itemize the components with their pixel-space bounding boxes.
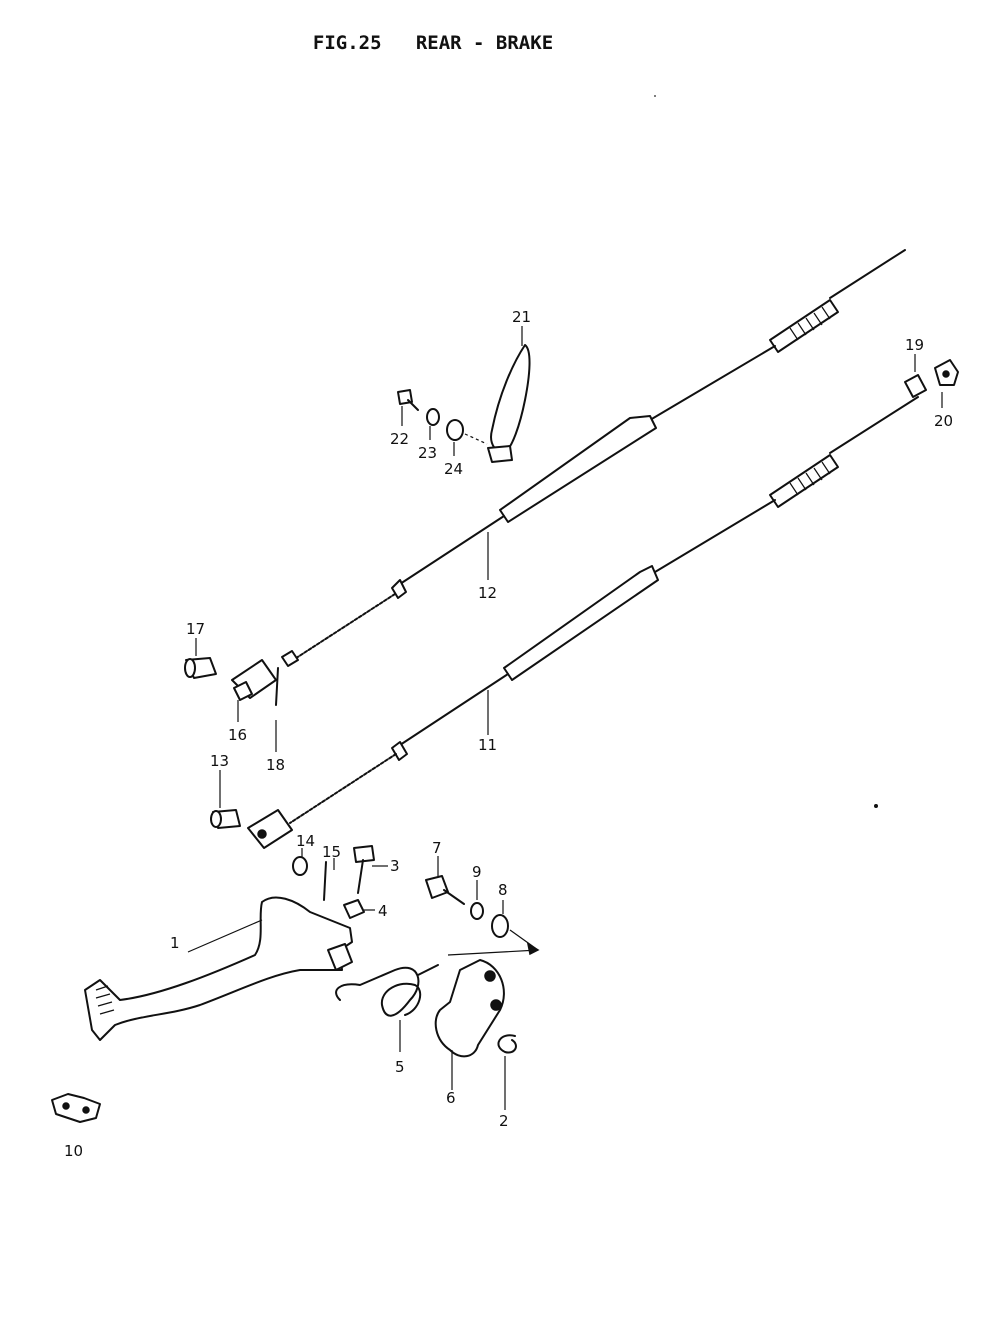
callout-9: 9 (472, 863, 482, 881)
assembly-line (464, 433, 488, 445)
spring-5 (335, 964, 439, 1017)
callout-17: 17 (186, 620, 205, 638)
callout-11: 11 (478, 736, 497, 754)
callout-20: 20 (934, 412, 953, 430)
callout-labels: 1 2 3 4 5 6 7 8 9 10 11 12 13 14 15 16 1… (64, 308, 953, 1160)
callout-19: 19 (905, 336, 924, 354)
callout-24: 24 (444, 460, 463, 478)
callout-8: 8 (498, 881, 508, 899)
callout-15: 15 (322, 843, 341, 861)
callout-12: 12 (478, 584, 497, 602)
pin-17 (184, 657, 217, 679)
callout-23: 23 (418, 444, 437, 462)
washer-8 (491, 914, 509, 938)
clip-20 (934, 359, 959, 386)
figure-title: FIG.25 REAR - BRAKE (290, 10, 553, 54)
cable-clamp-21 (487, 344, 531, 463)
callout-14: 14 (296, 832, 315, 850)
callout-13: 13 (210, 752, 229, 770)
washer-24 (446, 419, 464, 441)
clip-2 (497, 1034, 517, 1054)
callout-3: 3 (390, 857, 400, 875)
callout-1: 1 (170, 934, 180, 952)
callout-4: 4 (378, 902, 388, 920)
bolt-22 (397, 389, 419, 411)
washer-23 (426, 408, 440, 426)
washer-9 (470, 902, 484, 920)
callout-7: 7 (432, 839, 442, 857)
callout-5: 5 (395, 1058, 405, 1076)
cable-joint-16 (231, 659, 277, 701)
bolt-7 (425, 875, 465, 905)
arrow-head (526, 942, 540, 956)
pin-13 (210, 809, 241, 829)
scan-speck (874, 804, 878, 808)
nut-4 (343, 899, 365, 919)
callout-6: 6 (446, 1089, 456, 1107)
assembly-arrow (447, 929, 539, 956)
cotter-pin-18 (275, 667, 279, 706)
cable-joint-11 (247, 809, 293, 849)
figure-caption: REAR - BRAKE (415, 32, 554, 54)
callout-22: 22 (390, 430, 409, 448)
callout-2: 2 (499, 1112, 509, 1130)
figure-number: FIG.25 (312, 32, 382, 54)
plate-10 (51, 1093, 101, 1123)
brake-cable-11 (289, 396, 919, 824)
lever-6 (434, 959, 505, 1058)
callout-21: 21 (512, 308, 531, 326)
scan-speck (654, 95, 656, 97)
collar-19 (904, 374, 927, 398)
cotter-pin-15 (323, 861, 327, 901)
bolt-3 (353, 845, 375, 894)
leader-lines (187, 326, 943, 1110)
callout-16: 16 (228, 726, 247, 744)
callout-10: 10 (64, 1142, 83, 1160)
callout-18: 18 (266, 756, 285, 774)
brake-pedal-1 (84, 896, 353, 1041)
brake-cable-12 (281, 249, 906, 667)
washer-14 (292, 856, 308, 876)
